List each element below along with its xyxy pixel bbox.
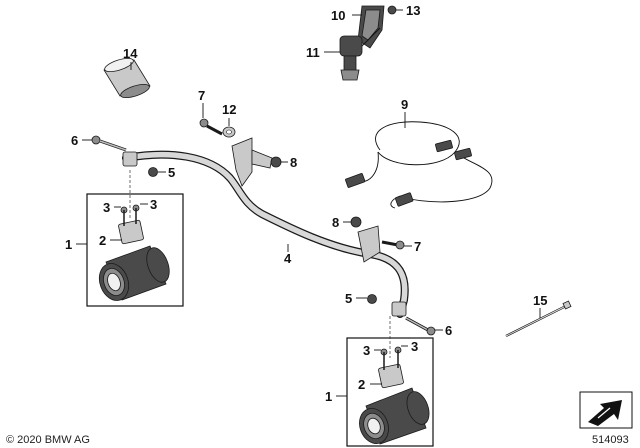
diagram-symbol-box bbox=[579, 391, 633, 429]
callout-3-right-b: 3 bbox=[411, 339, 418, 354]
fog-light-switch-part bbox=[339, 27, 381, 81]
nut-part-8-right bbox=[350, 216, 362, 228]
bolt-part-6-left bbox=[91, 135, 127, 152]
callout-3-right-a: 3 bbox=[363, 343, 370, 358]
callout-6-right: 6 bbox=[445, 323, 452, 338]
callout-15: 15 bbox=[533, 293, 547, 308]
callout-1-right: 1 bbox=[325, 389, 332, 404]
callout-6-left: 6 bbox=[71, 133, 78, 148]
callout-2-right: 2 bbox=[358, 377, 365, 392]
callout-7-right: 7 bbox=[414, 239, 421, 254]
callout-3-left-b: 3 bbox=[150, 197, 157, 212]
cable-tie-part bbox=[505, 300, 572, 337]
bolt-part-7-right bbox=[381, 240, 405, 250]
fog-light-part-right bbox=[359, 346, 430, 445]
nut-part-5-left bbox=[148, 167, 158, 177]
diagram-number: 514093 bbox=[592, 434, 629, 446]
callout-2-left: 2 bbox=[99, 233, 106, 248]
protective-sleeve-part bbox=[103, 57, 151, 99]
bolt-part-6-right bbox=[405, 316, 436, 336]
callout-4: 4 bbox=[284, 251, 292, 266]
nut-part-5-right bbox=[367, 294, 377, 304]
callout-11: 11 bbox=[306, 45, 320, 60]
callout-14: 14 bbox=[123, 46, 138, 61]
fog-light-group-frame-left bbox=[86, 193, 184, 307]
callout-8-right: 8 bbox=[332, 215, 339, 230]
switch-bracket-part bbox=[357, 5, 385, 49]
screw-part-13 bbox=[387, 5, 397, 15]
fog-light-part-left bbox=[98, 204, 170, 301]
copyright-text: © 2020 BMW AG bbox=[6, 434, 90, 446]
washer-part-12 bbox=[222, 126, 236, 138]
nut-part-8-top bbox=[270, 156, 282, 168]
callout-13: 13 bbox=[406, 3, 420, 18]
callout-5-right: 5 bbox=[345, 291, 352, 306]
callout-1-left: 1 bbox=[65, 237, 72, 252]
mounting-tube-part bbox=[122, 137, 409, 318]
callout-10: 10 bbox=[331, 8, 345, 23]
callout-12: 12 bbox=[222, 102, 236, 117]
bolt-part-7-top bbox=[199, 118, 223, 136]
callout-5-left: 5 bbox=[168, 165, 175, 180]
wiring-harness-part bbox=[345, 121, 493, 209]
callout-8-top: 8 bbox=[290, 155, 297, 170]
callout-7-top: 7 bbox=[198, 88, 205, 103]
callout-9: 9 bbox=[401, 97, 408, 112]
callout-3-left-a: 3 bbox=[103, 200, 110, 215]
